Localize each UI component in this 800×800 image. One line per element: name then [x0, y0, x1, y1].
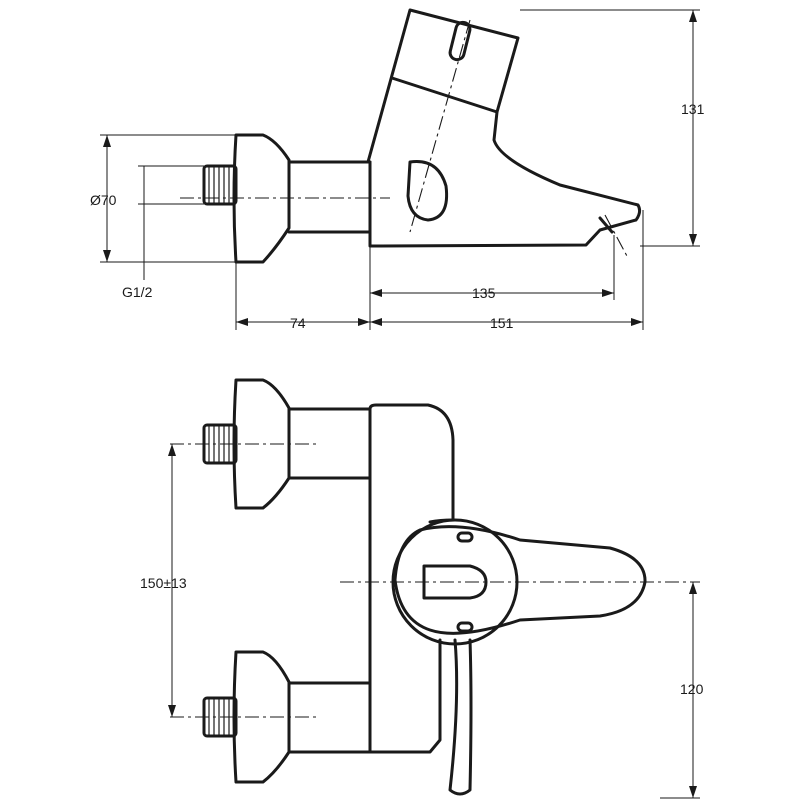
thread-connector-top: [202, 164, 238, 206]
lever-knob-side: [406, 160, 449, 222]
dim-diameter: Ø70: [90, 134, 236, 263]
mixer-body-front: [368, 403, 455, 754]
front-view: [170, 378, 700, 796]
tap-body-side: [366, 8, 642, 248]
lever-handle-front: [448, 638, 473, 796]
wall-flange-top: [232, 133, 291, 264]
dim-thread-label: G1/2: [122, 284, 153, 300]
dim-120: 120: [660, 582, 704, 799]
dim-120-label: 120: [680, 681, 704, 697]
dim-150: 150±13: [140, 444, 187, 717]
cap-slot: [448, 20, 472, 62]
spout-tip: [598, 216, 614, 234]
connecting-pipe-top: [287, 160, 372, 234]
dim-thread: G1/2: [122, 165, 204, 300]
dim-135-label: 135: [472, 285, 496, 301]
cap-line: [390, 76, 499, 114]
dim-150-label: 150±13: [140, 575, 187, 591]
dim-151-label: 151: [490, 315, 514, 331]
indicator-bottom: [456, 621, 474, 633]
dim-151: 151: [370, 210, 644, 331]
dim-131: 131: [520, 9, 705, 247]
wall-flange-upper: [232, 378, 291, 510]
dim-diameter-label: Ø70: [90, 192, 117, 208]
spout-front: [393, 525, 647, 635]
dim-74-label: 74: [290, 315, 306, 331]
dim-131-label: 131: [681, 101, 705, 117]
dim-135: 135: [369, 235, 615, 330]
side-view: [180, 8, 642, 264]
wall-flange-lower: [232, 650, 291, 784]
indicator-top: [456, 531, 474, 543]
dim-74: 74: [235, 262, 370, 331]
